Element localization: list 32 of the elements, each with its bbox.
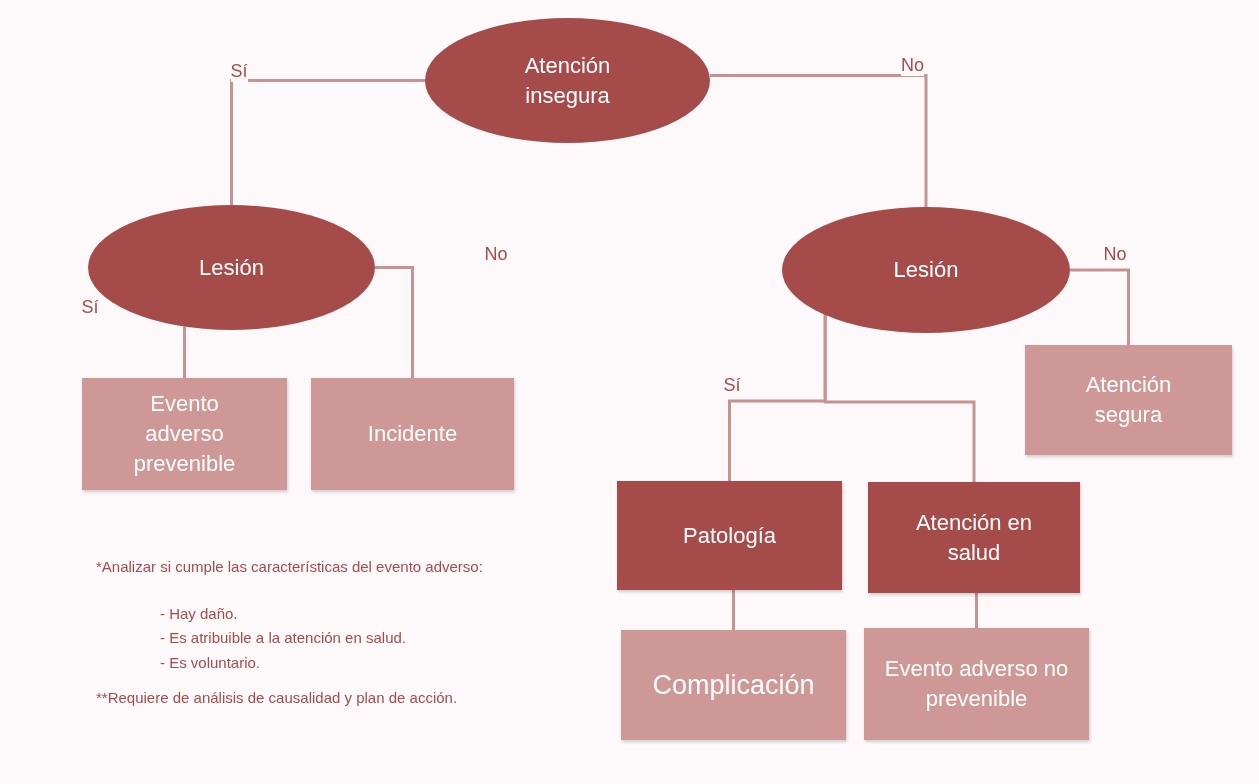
connector-line	[375, 266, 414, 378]
connector-line	[710, 74, 928, 207]
node-label: Atención segura	[1084, 371, 1173, 429]
node-label: Lesión	[893, 256, 959, 285]
outcome-box	[868, 482, 1080, 593]
node-label: Atención en salud	[914, 508, 1034, 567]
node-label: Atención insegura	[523, 51, 612, 110]
outcome-box	[311, 378, 514, 490]
node-label: Evento adverso no prevenible	[884, 655, 1069, 713]
note-text: **Requiere de análisis de causalidad y plan de acción.	[96, 688, 459, 708]
note-text: *Analizar si cumple las características del evento adverso:	[96, 557, 484, 577]
decision-ellipse	[425, 18, 710, 143]
outcome-box	[621, 630, 846, 740]
connector-line	[230, 79, 425, 205]
connector-line	[183, 326, 186, 378]
connector-line	[732, 590, 735, 630]
node-label: Patología	[683, 521, 776, 550]
note-text: - Hay daño.	[160, 604, 239, 624]
outcome-box	[1025, 345, 1232, 455]
connector-line	[823, 313, 976, 482]
outcome-box	[864, 628, 1089, 740]
node-label: Lesión	[199, 253, 264, 282]
outcome-box	[82, 378, 287, 490]
outcome-box	[617, 481, 842, 590]
note-text: - Es voluntario.	[160, 653, 262, 673]
node-label: Evento adverso prevenible	[132, 390, 237, 478]
connector-line	[1070, 268, 1130, 345]
decision-ellipse	[782, 207, 1070, 333]
node-label: Incidente	[367, 420, 458, 449]
node-label: Complicación	[652, 668, 815, 702]
connector-line	[975, 593, 978, 628]
note-text: - Es atribuible a la atención en salud.	[160, 628, 407, 648]
